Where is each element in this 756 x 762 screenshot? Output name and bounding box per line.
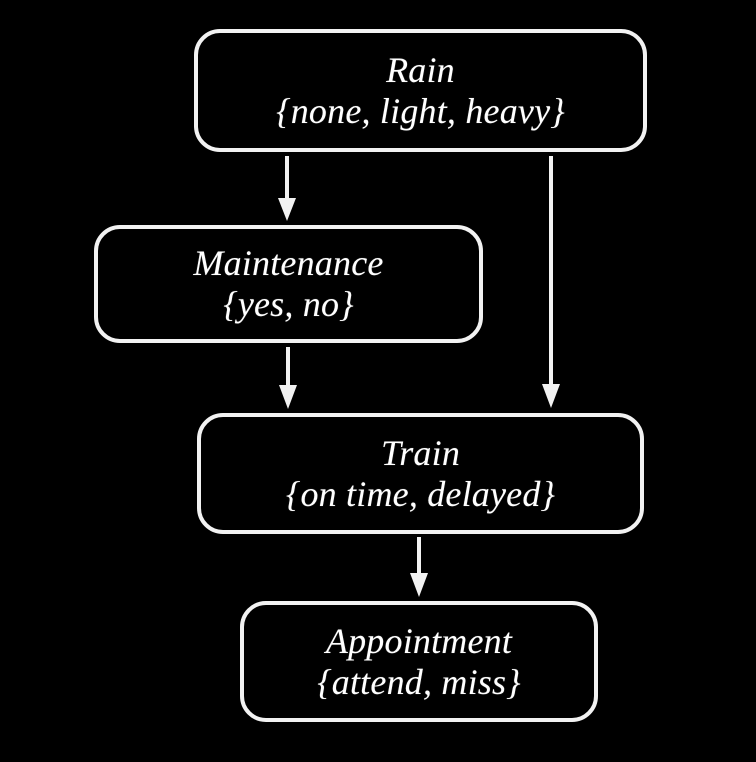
node-train-states: {on time, delayed} <box>285 473 556 514</box>
node-appointment-states: {attend, miss} <box>317 661 521 702</box>
node-appointment[interactable]: Appointment {attend, miss} <box>240 601 598 722</box>
node-maintenance[interactable]: Maintenance {yes, no} <box>94 225 483 343</box>
node-rain[interactable]: Rain {none, light, heavy} <box>194 29 647 152</box>
arrowhead-rain-maintenance <box>278 198 296 221</box>
node-maintenance-label: Maintenance <box>193 243 384 284</box>
node-appointment-label: Appointment <box>325 620 513 661</box>
arrowhead-train-appointment <box>410 573 428 597</box>
arrowhead-rain-train <box>542 384 560 408</box>
node-train[interactable]: Train {on time, delayed} <box>197 413 644 534</box>
node-maintenance-states: {yes, no} <box>223 284 354 324</box>
node-rain-states: {none, light, heavy} <box>276 90 565 131</box>
node-train-label: Train <box>380 432 461 473</box>
node-rain-label: Rain <box>386 49 455 90</box>
arrowhead-maintenance-train <box>279 385 297 409</box>
